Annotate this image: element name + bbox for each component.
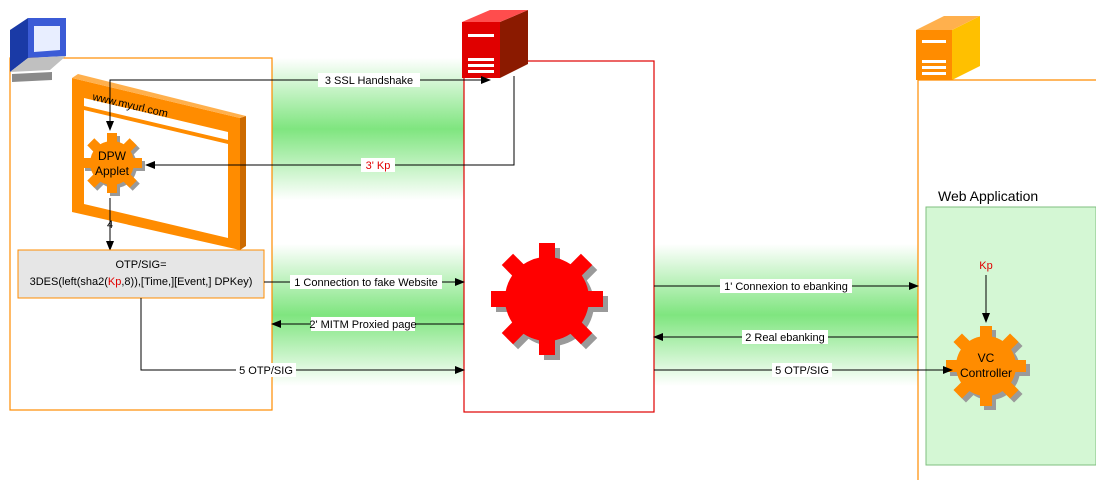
label-otp-sig-left: 5 OTP/SIG	[239, 365, 293, 377]
dpw-applet-gear-icon	[82, 133, 145, 196]
label-real-ebanking: 2 Real ebanking	[745, 332, 825, 344]
otp-line1: OTP/SIG=	[115, 259, 166, 271]
mitm-gear-icon	[491, 243, 608, 360]
arrow-otp-sig-left	[140, 298, 465, 374]
web-application-title: Web Application	[938, 188, 1038, 204]
computer-icon	[10, 18, 66, 82]
label-ssl-handshake: 3 SSL Handshake	[325, 75, 413, 87]
otp-line2: 3DES(left(sha2(Kp,8)),[Time,][Event,] DP…	[30, 276, 253, 288]
step4-label: 4	[107, 219, 113, 231]
label-otp-sig-right: 5 OTP/SIG	[775, 365, 829, 377]
server-kp-label: Kp	[979, 260, 992, 272]
label-connexion-ebanking: 1' Connexion to ebanking	[724, 281, 848, 293]
label-kp-return: 3' Kp	[366, 160, 391, 172]
band-bottom-left	[272, 244, 464, 386]
vc-controller-gear-icon	[946, 326, 1030, 410]
label-connection-fake: 1 Connection to fake Website	[294, 277, 438, 289]
client-container	[9, 57, 273, 411]
applet-label-line2: Applet	[95, 164, 130, 178]
arrow-kp-return	[145, 76, 515, 169]
label-mitm-page: 2' MITM Proxied page	[309, 319, 416, 331]
server-orange-icon	[916, 16, 980, 80]
controller-label-line1: VC	[978, 351, 995, 365]
otp-box	[17, 249, 265, 299]
browser-window-icon	[72, 74, 246, 250]
band-bottom-right	[654, 244, 918, 386]
applet-label-line1: DPW	[98, 149, 127, 163]
server-red-icon	[462, 10, 528, 78]
controller-label-line2: Controller	[960, 366, 1012, 380]
